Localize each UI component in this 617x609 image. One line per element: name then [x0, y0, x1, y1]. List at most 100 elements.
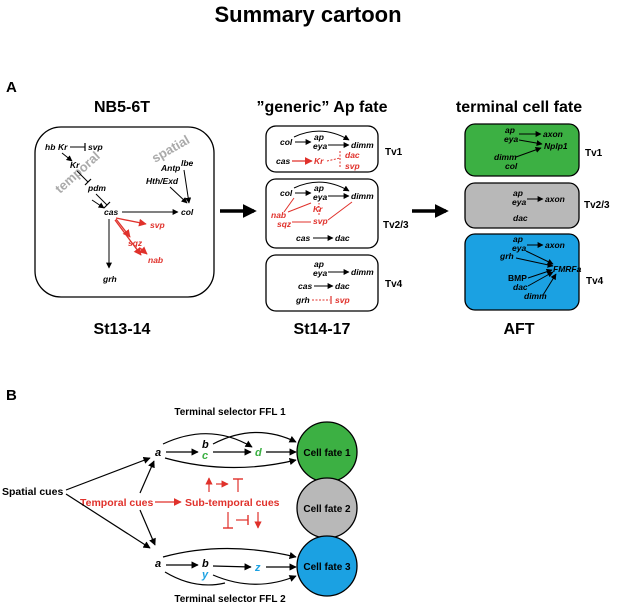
gene-dac: dac	[345, 150, 360, 160]
tv23-terminal: Tv2/3 ap eya axon dac	[464, 182, 610, 229]
gene-nab: nab	[148, 255, 163, 265]
temporal-cues: Temporal cues	[80, 497, 153, 509]
edge	[515, 147, 542, 158]
cell-fate-3	[296, 535, 358, 597]
gene-a1: a	[155, 447, 161, 459]
repress-red	[287, 202, 312, 213]
cell-fate-2-label: Cell fate 2	[303, 504, 351, 515]
gene-pdm: pdm	[87, 183, 106, 193]
repress-edge	[95, 193, 108, 206]
edge-red	[115, 218, 131, 238]
gene-ap: ap	[314, 259, 324, 269]
gene-bmp: BMP	[508, 273, 527, 283]
figure-title: Summary cartoon	[214, 2, 401, 27]
edge-red	[114, 219, 142, 256]
gene-svp-red: svp	[150, 220, 165, 230]
gene-svp: svp	[88, 142, 103, 152]
gene-c: c	[202, 450, 208, 462]
gene-z: z	[254, 562, 261, 574]
gene-cas: cas	[276, 156, 290, 166]
edge	[65, 493, 151, 549]
gene-kr: Kr	[314, 156, 324, 166]
edge	[527, 268, 553, 279]
gene-col: col	[181, 207, 194, 217]
edge	[164, 457, 297, 469]
gene-grh: grh	[295, 295, 310, 305]
gene-dac: dac	[335, 281, 350, 291]
gene-eya: eya	[504, 134, 518, 144]
gene-hb: hb	[45, 142, 55, 152]
gene-eya: eya	[313, 141, 327, 151]
edge	[169, 186, 188, 204]
gene-hthexd: Hth/Exd	[146, 176, 179, 186]
gene-sqz: sqz	[277, 219, 292, 229]
col1-footer: St13-14	[94, 321, 151, 338]
gene-b2: b	[202, 558, 209, 570]
gene-ap: ap	[513, 234, 523, 244]
ffl-diagram: Spatial cues Temporal cues Sub-temporal …	[2, 421, 358, 597]
tv1-label: Tv1	[385, 147, 403, 158]
gene-dac: dac	[513, 213, 528, 223]
gene-eya: eya	[313, 192, 327, 202]
edge	[139, 460, 155, 494]
gene-col: col	[280, 137, 293, 147]
panel-b-label: B	[6, 387, 17, 404]
gene-grh: grh	[499, 251, 514, 261]
edge	[61, 152, 73, 162]
gene-eya: eya	[313, 268, 327, 278]
gene-ap: ap	[505, 125, 515, 135]
edge-red	[139, 246, 148, 255]
gene-ap: ap	[314, 183, 324, 193]
edge	[91, 199, 105, 209]
tv4-terminal: Tv4 ap eya axon grh FMRFa BMP dac dimm	[464, 233, 604, 311]
edge	[293, 181, 350, 192]
edge	[65, 456, 151, 491]
gene-cas: cas	[296, 233, 310, 243]
subtemporal-cues: Sub-temporal cues	[185, 497, 280, 509]
col3-heading: terminal cell fate	[456, 99, 582, 116]
gene-antp: Antp	[160, 163, 180, 173]
gene-col: col	[280, 188, 293, 198]
col1-heading: NB5-6T	[94, 99, 150, 116]
edge-red	[115, 217, 147, 227]
repress-red	[283, 197, 295, 213]
tv23-label: Tv2/3	[383, 220, 409, 231]
gene-lbe: lbe	[181, 158, 194, 168]
gene-dac: dac	[335, 233, 350, 243]
tv1-terminal-label: Tv1	[585, 148, 603, 159]
ffl2-title: Terminal selector FFL 2	[174, 594, 286, 605]
gene-eya: eya	[512, 243, 526, 253]
tv4-box	[265, 254, 379, 312]
gene-b1: b	[202, 439, 209, 451]
tv23-terminal-box	[464, 182, 580, 229]
gene-svp: svp	[345, 161, 360, 171]
gene-cas: cas	[104, 207, 118, 217]
gene-dac: dac	[513, 282, 528, 292]
spatial-cues: Spatial cues	[2, 486, 63, 498]
tv1-terminal: Tv1 ap eya axon Nplp1 dimm col	[464, 123, 603, 177]
gene-svp: svp	[335, 295, 350, 305]
gene-cas: cas	[298, 281, 312, 291]
gene-svp: svp	[313, 216, 328, 226]
tv4-terminal-label: Tv4	[586, 276, 604, 287]
gene-a2: a	[155, 558, 161, 570]
tv1-terminal-box	[464, 123, 580, 177]
edge	[164, 571, 226, 586]
gene-nab: nab	[271, 210, 286, 220]
repress-dashed	[326, 157, 341, 162]
gene-grh: grh	[102, 274, 117, 284]
gene-y: y	[201, 569, 209, 581]
repress-edge	[76, 170, 89, 183]
gene-fmrfa: FMRFa	[553, 264, 582, 274]
edge	[139, 509, 156, 546]
tv4-label: Tv4	[385, 279, 403, 290]
gene-dimm: dimm	[494, 152, 517, 162]
gene-eya: eya	[512, 197, 526, 207]
gene-nplp1: Nplp1	[544, 141, 568, 151]
edge	[212, 431, 297, 445]
gene-sqz: sqz	[128, 238, 143, 248]
cell-fate-1-label: Cell fate 1	[303, 448, 351, 459]
ffl1-title: Terminal selector FFL 1	[174, 407, 286, 418]
edge	[162, 433, 253, 448]
gene-ap: ap	[513, 188, 523, 198]
